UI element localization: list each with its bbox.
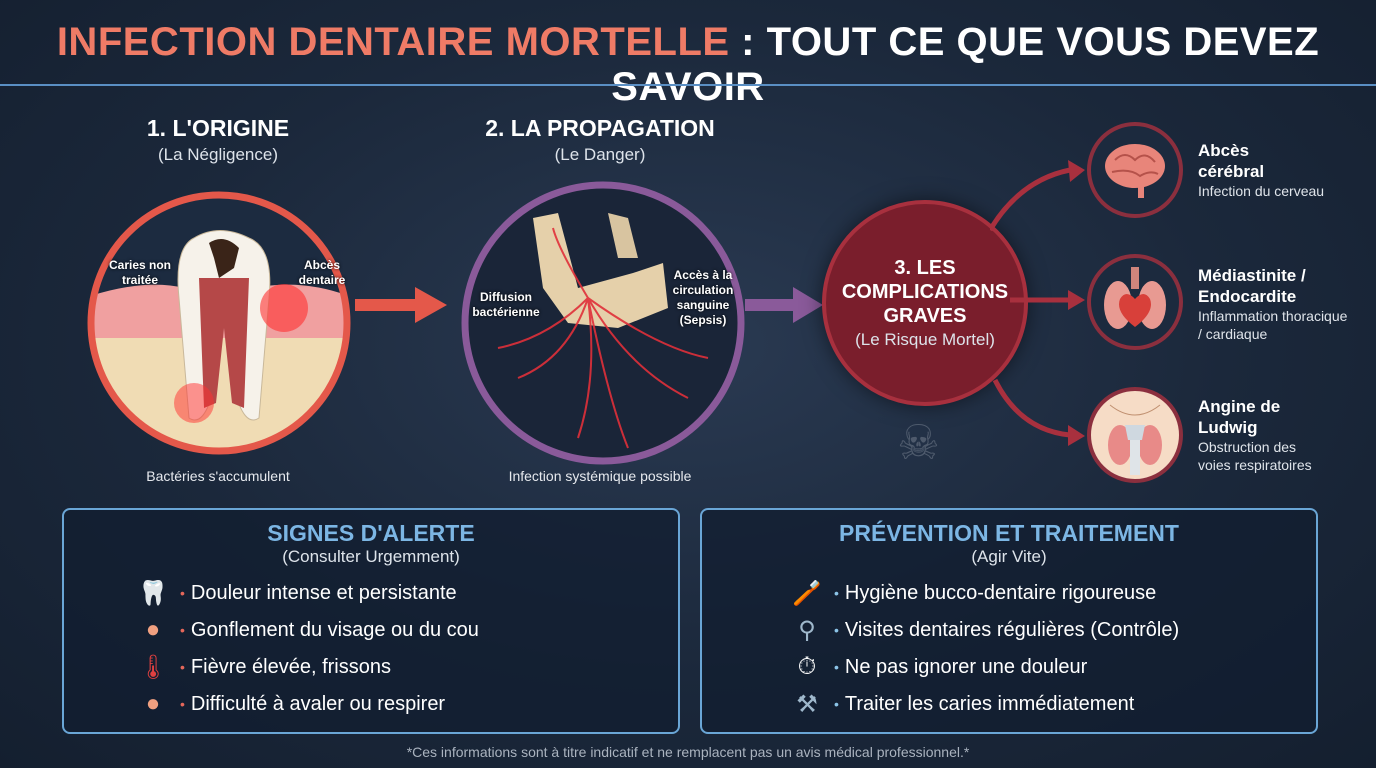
- breathing-icon: ●: [145, 690, 161, 717]
- stage3-heading: 3. LES COMPLICATIONS GRAVES: [841, 257, 1009, 327]
- stage1-caption: Bactéries s'accumulent: [146, 468, 290, 484]
- heart-lungs-icon: [1087, 254, 1183, 350]
- prevention-item: 🪥•Hygiène bucco-dentaire rigoureuse: [790, 576, 1156, 610]
- dental-mirror-icon: ⚲: [798, 616, 816, 644]
- branch-arrows: [990, 160, 1085, 446]
- stage3-subtitle: (Le Risque Mortel): [855, 330, 995, 349]
- stage3-circle: [822, 200, 1028, 406]
- label-diffusion: Diffusion bactérienne: [472, 290, 540, 319]
- thermometer-icon: 🌡: [137, 653, 169, 681]
- prevention-title: PRÉVENTION ET TRAITEMENT: [839, 520, 1179, 546]
- prevention-item: ⚲•Visites dentaires régulières (Contrôle…: [790, 613, 1179, 647]
- stage2-caption: Infection systémique possible: [508, 468, 692, 484]
- warning-item: ●•Gonflement du visage ou du cou: [136, 613, 479, 647]
- stage1-heading: 1. L'ORIGINE: [146, 115, 290, 141]
- disclaimer: *Ces informations sont à titre indicatif…: [406, 744, 970, 760]
- prevention-panel: PRÉVENTION ET TRAITEMENT (Agir Vite) 🪥•H…: [700, 508, 1318, 734]
- stage1-subtitle: (La Négligence): [157, 145, 278, 164]
- warning-subtitle: (Consulter Urgemment): [282, 547, 460, 566]
- arrow-icon: [745, 287, 823, 323]
- stage2-subtitle: (Le Danger): [554, 145, 646, 164]
- warning-signs-panel: SIGNES D'ALERTE (Consulter Urgemment) 🦷•…: [62, 508, 680, 734]
- stage2-heading: 2. LA PROPAGATION: [485, 115, 715, 141]
- prevention-item: ⏱•Ne pas ignorer une douleur: [790, 650, 1088, 684]
- warning-title: SIGNES D'ALERTE: [267, 520, 475, 546]
- warning-item: 🦷•Douleur intense et persistante: [136, 576, 457, 610]
- tooth-illustration: [87, 191, 351, 455]
- dental-drill-icon: ⚒: [796, 690, 818, 718]
- tooth-pain-icon: 🦷: [138, 579, 168, 607]
- prevention-item: ⚒•Traiter les caries immédiatement: [790, 687, 1134, 721]
- skull-icon: ☠: [897, 417, 941, 470]
- label-sepsis: Accès à la circulation sanguine (Sepsis): [672, 268, 734, 327]
- page-title: INFECTION DENTAIRE MORTELLE : TOUT CE QU…: [56, 20, 1320, 109]
- warning-item: ●•Difficulté à avaler ou respirer: [136, 687, 445, 721]
- swollen-face-icon: ●: [145, 616, 161, 643]
- warning-item: 🌡•Fièvre élevée, frissons: [136, 650, 391, 684]
- neck-icon: [1087, 387, 1183, 483]
- arrow-icon: [355, 287, 447, 323]
- prevention-subtitle: (Agir Vite): [971, 547, 1047, 566]
- stopwatch-icon: ⏱: [797, 653, 817, 680]
- jaw-spread-illustration: [461, 181, 745, 465]
- divider: [0, 84, 1376, 86]
- brain-icon: [1087, 122, 1183, 218]
- toothbrush-icon: 🪥: [792, 579, 822, 607]
- label-caries: Caries non traitée: [108, 258, 171, 287]
- label-abces: Abcès dentaire: [298, 258, 346, 287]
